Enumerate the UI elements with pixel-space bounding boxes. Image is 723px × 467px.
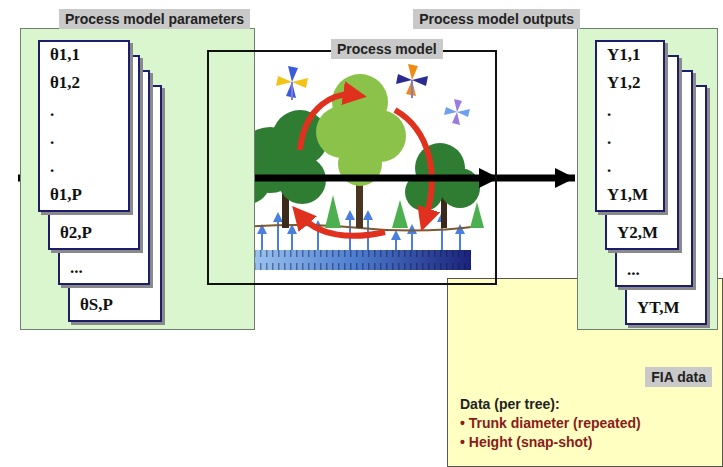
output-card: Y1,1Y1,2... Y1,M bbox=[595, 40, 665, 212]
variable-label: . bbox=[40, 101, 54, 121]
variable-label: . bbox=[40, 129, 54, 149]
variable-label: ... bbox=[617, 260, 640, 280]
variable-label: YT,M bbox=[627, 298, 680, 318]
header-tag: Process model outputs bbox=[413, 9, 580, 29]
flow-arrow bbox=[499, 175, 575, 182]
variable-label: . bbox=[597, 101, 611, 121]
variable-label: Y2,M bbox=[607, 223, 658, 243]
variable-label: θ1,2 bbox=[40, 73, 80, 93]
variable-label: Y1,1 bbox=[597, 45, 641, 65]
data-item: • Height (snap-shot) bbox=[460, 433, 722, 452]
data-heading: Data (per tree): bbox=[460, 395, 722, 414]
process-model-box: Process model bbox=[207, 50, 497, 285]
variable-label: . bbox=[597, 129, 611, 149]
variable-label: θS,P bbox=[70, 295, 113, 315]
parameter-card: θ1,1 θ1,2... θ1,P bbox=[38, 40, 130, 212]
header-tag: Process model parameters bbox=[59, 9, 250, 29]
variable-label: Y1,M bbox=[597, 185, 648, 205]
variable-label: . bbox=[597, 157, 611, 177]
illustration bbox=[226, 64, 484, 270]
variable-label: θ1,P bbox=[40, 185, 82, 205]
output-panel: Process model outputsY1,1Y1,2...Y1,MY2,M… bbox=[577, 28, 718, 330]
variable-label: θ2,P bbox=[50, 223, 92, 243]
variable-label: . bbox=[40, 157, 54, 177]
variable-label: ... bbox=[60, 258, 83, 278]
variable-label: Y1,2 bbox=[597, 73, 641, 93]
variable-label: θ1,1 bbox=[40, 45, 80, 65]
data-item: • Trunk diameter (repeated) bbox=[460, 414, 722, 433]
header-tag: Process model bbox=[331, 39, 443, 59]
header-tag: FIA data bbox=[645, 367, 712, 387]
